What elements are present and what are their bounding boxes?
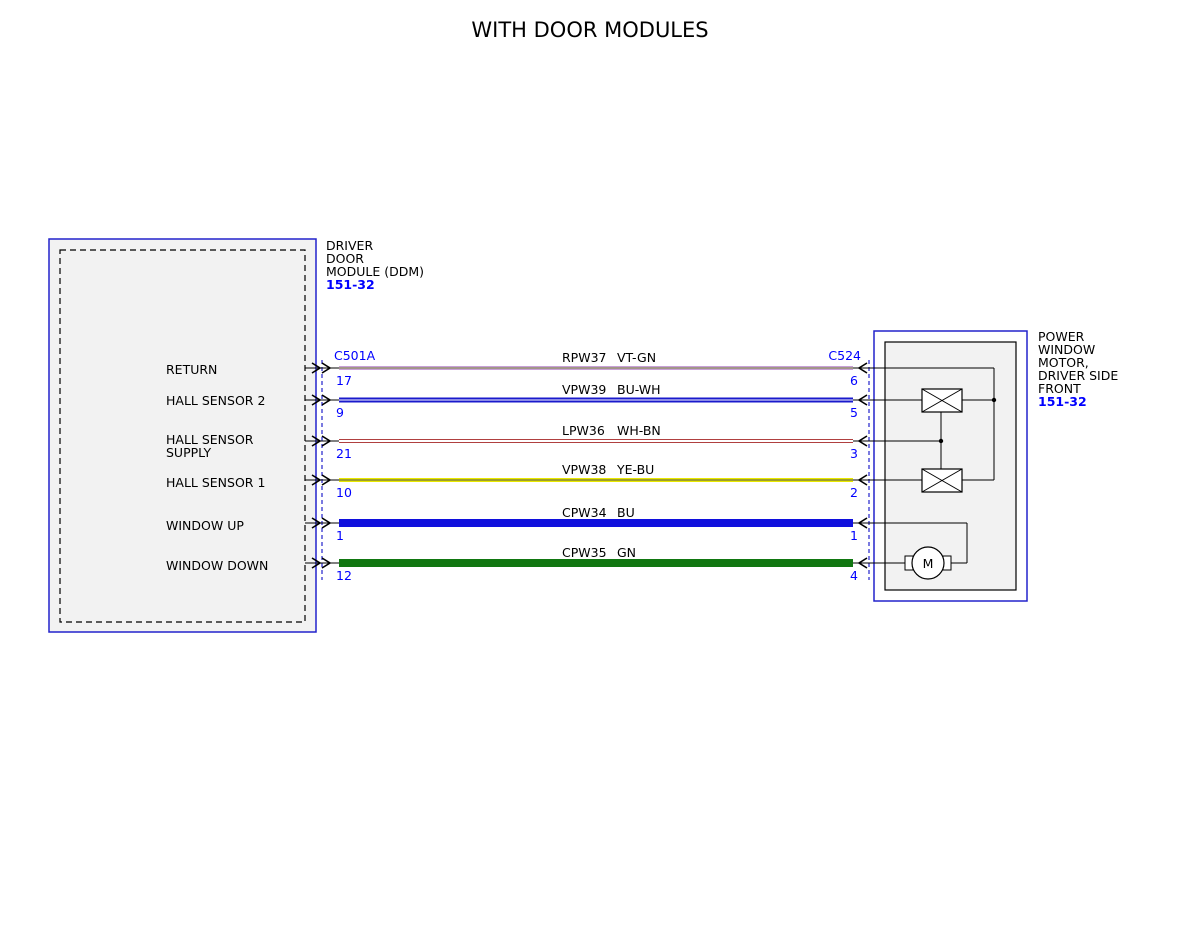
- driver-door-module: [48, 238, 317, 633]
- motor-icon: M: [904, 546, 952, 580]
- right-pin-number: 6: [850, 373, 858, 388]
- left-pin-number: 1: [336, 528, 344, 543]
- left-pin-number: 21: [336, 446, 352, 461]
- left-pin-number: 10: [336, 485, 352, 500]
- motor-symbol: M: [923, 556, 934, 571]
- left-pin-number: 9: [336, 405, 344, 420]
- ddm-name-line-3: MODULE (DDM): [326, 264, 424, 279]
- pin-arrow-icon: [311, 517, 322, 529]
- wire-circuit-label: CPW34: [562, 505, 607, 520]
- ddm-pin-label-hall-sensor-1: HALL SENSOR 1: [166, 475, 265, 490]
- motor-name-line-3: MOTOR,: [1038, 355, 1089, 370]
- ddm-pin-label-hall-sensor-2: HALL SENSOR 2: [166, 393, 265, 408]
- right-pin-number: 2: [850, 485, 858, 500]
- ddm-pin-label-window-down: WINDOW DOWN: [166, 558, 268, 573]
- wire-circuit-label: CPW35: [562, 545, 607, 560]
- power-window-motor: M: [870, 330, 1028, 602]
- hall-sensor-icon: [921, 388, 963, 413]
- motor-ref-link[interactable]: 151-32: [1038, 394, 1087, 409]
- wire-circuit-label: RPW37: [562, 350, 607, 365]
- pin-arrow-icon: [857, 474, 868, 486]
- pin-arrow-icon: [321, 362, 332, 374]
- wire-circuit-label: LPW36: [562, 423, 605, 438]
- pin-arrow-icon: [311, 394, 322, 406]
- right-pin-number: 3: [850, 446, 858, 461]
- motor-name-line-4: DRIVER SIDE: [1038, 368, 1118, 383]
- motor-name-line-2: WINDOW: [1038, 342, 1095, 357]
- hall-sensor-icon: [921, 468, 963, 493]
- pin-arrow-icon: [857, 435, 868, 447]
- pin-arrow-icon: [311, 557, 322, 569]
- wire-color-label: VT-GN: [617, 350, 656, 365]
- right-pin-number: 1: [850, 528, 858, 543]
- motor-name-line-5: FRONT: [1038, 381, 1081, 396]
- pin-arrow-icon: [311, 362, 322, 374]
- left-pin-number: 12: [336, 568, 352, 583]
- pin-arrow-icon: [857, 517, 868, 529]
- wire-color-label: GN: [617, 545, 636, 560]
- pin-arrow-icon: [857, 557, 868, 569]
- wire-circuit-label: VPW38: [562, 462, 606, 477]
- ddm-pin-label-return: RETURN: [166, 362, 217, 377]
- ddm-pin-label-hall-sensor-supply-2: SUPPLY: [166, 445, 211, 460]
- ddm-pin-label-hall-sensor-supply: HALL SENSOR: [166, 432, 254, 447]
- wire-color-label: YE-BU: [616, 462, 654, 477]
- pin-arrow-icon: [321, 394, 332, 406]
- wire-color-label: WH-BN: [617, 423, 661, 438]
- pin-arrow-icon: [321, 517, 332, 529]
- connector-c524-label: C524: [828, 348, 861, 363]
- pin-arrow-icon: [311, 474, 322, 486]
- diagram-title: WITH DOOR MODULES: [471, 18, 708, 42]
- pin-arrow-icon: [857, 394, 868, 406]
- right-pin-number: 4: [850, 568, 858, 583]
- ddm-ref-link[interactable]: 151-32: [326, 277, 375, 292]
- pin-arrow-icon: [311, 435, 322, 447]
- pin-arrow-icon: [857, 362, 868, 374]
- right-pin-number: 5: [850, 405, 858, 420]
- pin-arrow-icon: [321, 474, 332, 486]
- ddm-name-line-2: DOOR: [326, 251, 364, 266]
- connector-c501a-label: C501A: [334, 348, 376, 363]
- pin-arrow-icon: [321, 435, 332, 447]
- ddm-name-line-1: DRIVER: [326, 238, 373, 253]
- wire-color-label: BU: [617, 505, 635, 520]
- wire-circuit-label: VPW39: [562, 382, 606, 397]
- wire-color-label: BU-WH: [617, 382, 661, 397]
- motor-internal-wiring: [870, 367, 995, 564]
- left-pin-number: 17: [336, 373, 352, 388]
- motor-name-line-1: POWER: [1038, 329, 1085, 344]
- pin-arrow-icon: [321, 557, 332, 569]
- ddm-pin-label-window-up: WINDOW UP: [166, 518, 244, 533]
